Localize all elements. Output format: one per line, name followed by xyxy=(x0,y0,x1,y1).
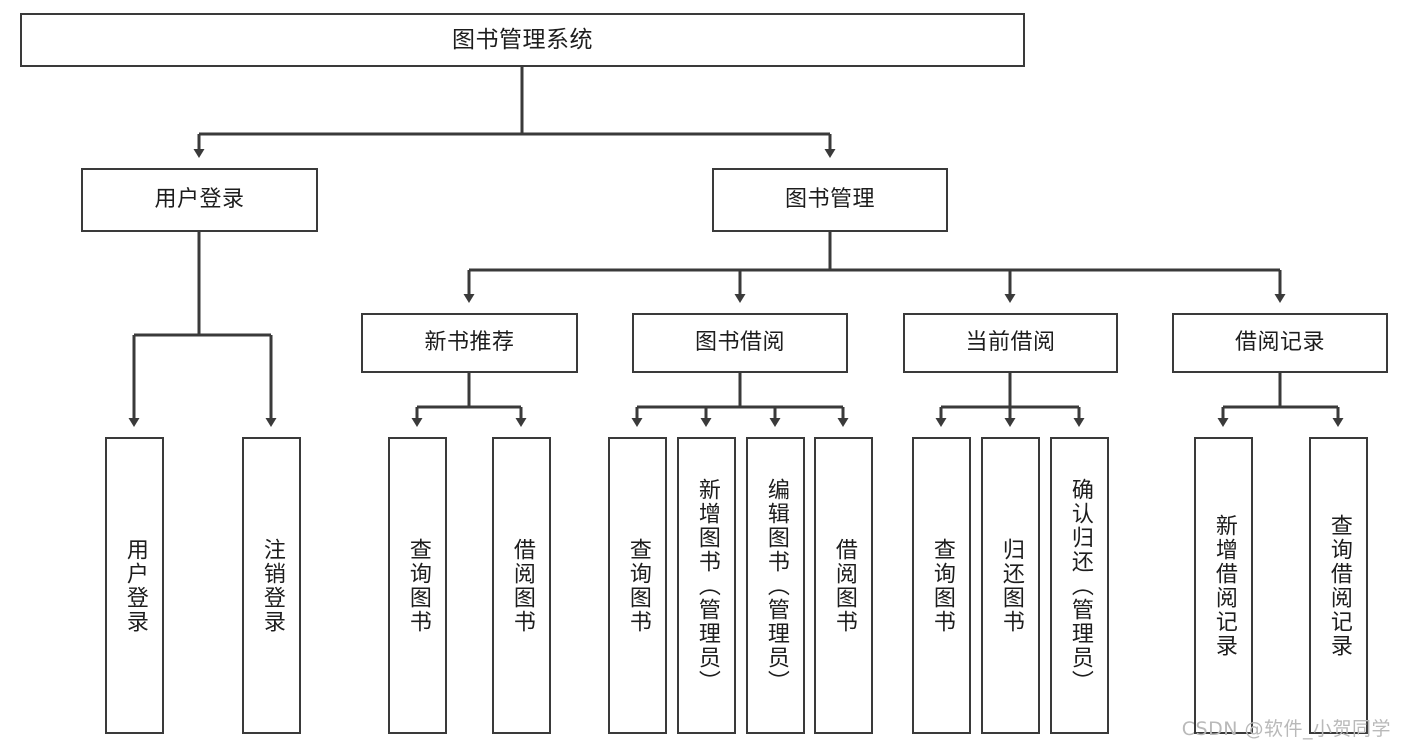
node-borrow-record[interactable]: 借阅记录 xyxy=(1172,313,1388,373)
node-label: 查询图书 xyxy=(625,537,651,634)
node-user-login[interactable]: 用户登录 xyxy=(81,168,318,232)
node-book-management[interactable]: 图书管理 xyxy=(712,168,948,232)
leaf-borrow-borrow-book[interactable]: 借阅图书 xyxy=(814,437,873,734)
node-label: 图书管理 xyxy=(784,187,875,213)
leaf-current-return-book[interactable]: 归还图书 xyxy=(981,437,1040,734)
node-new-book-recommend[interactable]: 新书推荐 xyxy=(361,313,578,373)
node-label: 归还图书 xyxy=(998,537,1024,634)
node-label: 图书借阅 xyxy=(694,330,785,356)
node-label: 图书管理系统 xyxy=(452,26,593,53)
node-label: 借阅记录 xyxy=(1234,330,1325,356)
node-label: 确认归还（管理员） xyxy=(1067,477,1093,694)
leaf-newbook-query-book[interactable]: 查询图书 xyxy=(388,437,447,734)
node-label: 借阅图书 xyxy=(831,537,857,634)
node-label: 新书推荐 xyxy=(424,330,515,356)
node-label: 查询图书 xyxy=(929,537,955,634)
node-label: 查询图书 xyxy=(405,537,431,634)
node-label: 当前借阅 xyxy=(965,330,1056,356)
leaf-newbook-borrow-book[interactable]: 借阅图书 xyxy=(492,437,551,734)
leaf-user-logout[interactable]: 注销登录 xyxy=(242,437,301,734)
node-label: 借阅图书 xyxy=(509,537,535,634)
leaf-user-login[interactable]: 用户登录 xyxy=(105,437,164,734)
leaf-borrow-edit-book[interactable]: 编辑图书（管理员） xyxy=(746,437,805,734)
node-root-system[interactable]: 图书管理系统 xyxy=(20,13,1025,67)
node-book-borrow[interactable]: 图书借阅 xyxy=(632,313,848,373)
node-label: 新增借阅记录 xyxy=(1211,513,1237,658)
leaf-borrow-add-book[interactable]: 新增图书（管理员） xyxy=(677,437,736,734)
leaf-current-query-book[interactable]: 查询图书 xyxy=(912,437,971,734)
leaf-record-query-record[interactable]: 查询借阅记录 xyxy=(1309,437,1368,734)
leaf-current-confirm-return[interactable]: 确认归还（管理员） xyxy=(1050,437,1109,734)
node-label: 用户登录 xyxy=(154,187,245,213)
node-label: 查询借阅记录 xyxy=(1326,513,1352,658)
leaf-record-add-record[interactable]: 新增借阅记录 xyxy=(1194,437,1253,734)
node-label: 编辑图书（管理员） xyxy=(763,477,789,694)
node-current-borrow[interactable]: 当前借阅 xyxy=(903,313,1118,373)
node-label: 新增图书（管理员） xyxy=(694,477,720,694)
node-label: 用户登录 xyxy=(122,537,148,634)
leaf-borrow-query-book[interactable]: 查询图书 xyxy=(608,437,667,734)
node-label: 注销登录 xyxy=(259,537,285,634)
watermark: CSDN @软件_小贺同学 xyxy=(1181,718,1391,740)
